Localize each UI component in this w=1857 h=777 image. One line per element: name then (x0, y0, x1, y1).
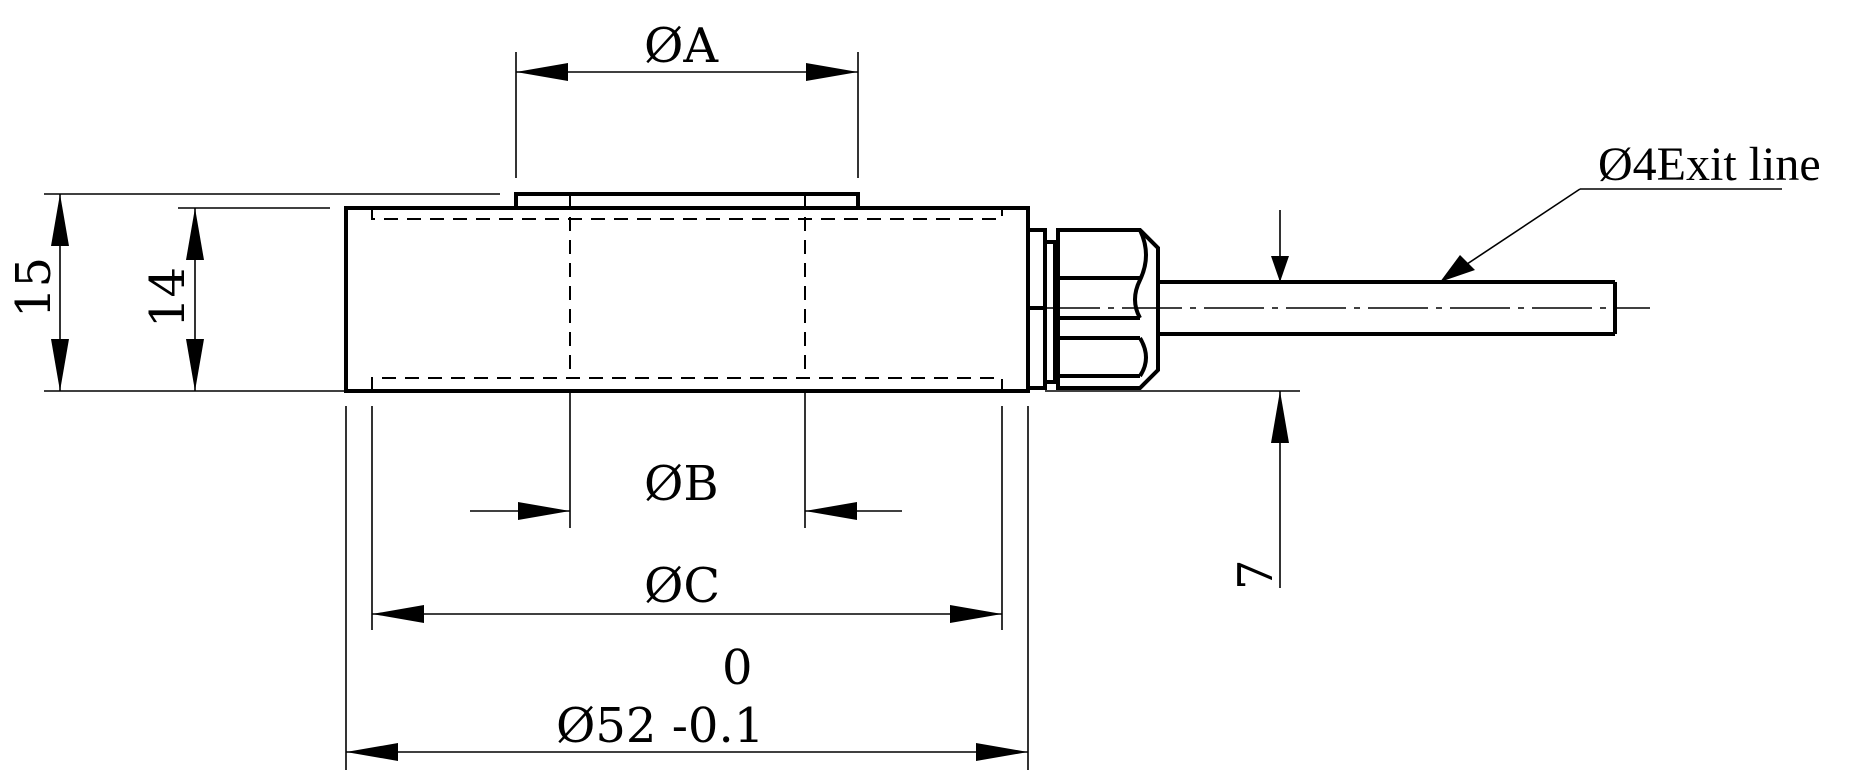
dim-7-label: 7 (1228, 559, 1284, 590)
dia-52-label: Ø52 -0.1 (556, 698, 764, 754)
dia-a-label: ØA (644, 18, 719, 74)
cable-gland (1026, 228, 1160, 390)
dimension-dia-b: ØB (470, 391, 902, 528)
dimension-dia-c: ØC (371, 406, 1003, 630)
exit-cable (1040, 280, 1650, 336)
dimension-dia-a: ØA (515, 18, 859, 178)
exit-line-leader: Ø4Exit line (1439, 138, 1821, 283)
dia-c-label: ØC (644, 558, 720, 614)
dimension-height-14: 14 (140, 207, 330, 391)
dimension-height-15: 15 (6, 193, 500, 392)
tolerance-upper: 0 (722, 640, 753, 696)
height-14-label: 14 (140, 267, 196, 328)
dimension-dia-52: 0 Ø52 -0.1 (345, 406, 1029, 770)
sensor-body (344, 192, 1030, 393)
dia-b-label: ØB (644, 456, 719, 512)
height-15-label: 15 (6, 257, 62, 318)
dimension-7: 7 (1045, 210, 1300, 590)
exit-line-label: Ø4Exit line (1598, 138, 1821, 191)
